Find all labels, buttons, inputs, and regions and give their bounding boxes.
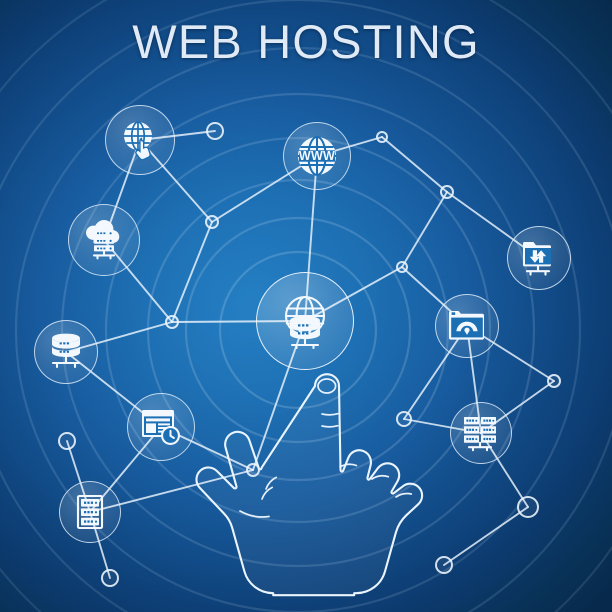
- network-link: [401, 191, 448, 268]
- browser-speed-gauge-icon: [449, 311, 484, 340]
- www-globe-icon: WWW: [298, 136, 336, 176]
- data-center-icon: [464, 417, 496, 452]
- file-transfer-icon[interactable]: [507, 226, 571, 290]
- server-rack-icon: [76, 494, 104, 530]
- ring-node-mid-left[interactable]: [205, 215, 219, 229]
- concentric-ring: [14, 46, 582, 612]
- svg-text:WWW: WWW: [299, 149, 335, 163]
- database-icon[interactable]: [34, 320, 98, 384]
- click-globe-icon[interactable]: [105, 105, 175, 175]
- ring-node-bottom-mid[interactable]: [101, 569, 119, 587]
- data-center-icon[interactable]: [450, 402, 512, 464]
- ring-node-bottom-right[interactable]: [517, 496, 539, 518]
- network-link: [171, 221, 213, 323]
- ring-node-center-hub[interactable]: [165, 315, 179, 329]
- network-link: [381, 136, 448, 193]
- concentric-ring: [184, 216, 412, 444]
- cloud-hosting-icon: [86, 220, 120, 260]
- ring-node-bottom-far[interactable]: [435, 556, 453, 574]
- website-uptime-icon: [142, 410, 180, 445]
- concentric-ring: [218, 250, 378, 410]
- ring-node-left-lower[interactable]: [58, 432, 76, 450]
- cloud-server-icon[interactable]: [68, 204, 140, 276]
- ring-node-right-far[interactable]: [547, 374, 561, 388]
- database-stack-icon: [51, 333, 81, 369]
- ring-node-right-hand[interactable]: [396, 411, 412, 427]
- server-rack-icon[interactable]: [59, 481, 121, 543]
- ring-node-center-right[interactable]: [396, 261, 408, 273]
- upload-download-icon: [523, 242, 551, 276]
- bandwidth-gauge-icon[interactable]: [435, 294, 499, 358]
- web-hosting-server-globe-icon[interactable]: [256, 272, 354, 370]
- page-title: WEB HOSTING: [132, 15, 480, 68]
- www-globe-icon[interactable]: WWW: [283, 122, 351, 190]
- browser-clock-icon[interactable]: [127, 393, 195, 461]
- network-link: [443, 506, 529, 566]
- globe-server-icon: [284, 295, 326, 350]
- ring-node-upper-mid[interactable]: [376, 131, 388, 143]
- ring-node-upper-right[interactable]: [440, 185, 454, 199]
- globe-hand-click-icon: [124, 121, 152, 161]
- ring-node-top-left[interactable]: [206, 122, 224, 140]
- hand-pointing-up: [195, 373, 424, 597]
